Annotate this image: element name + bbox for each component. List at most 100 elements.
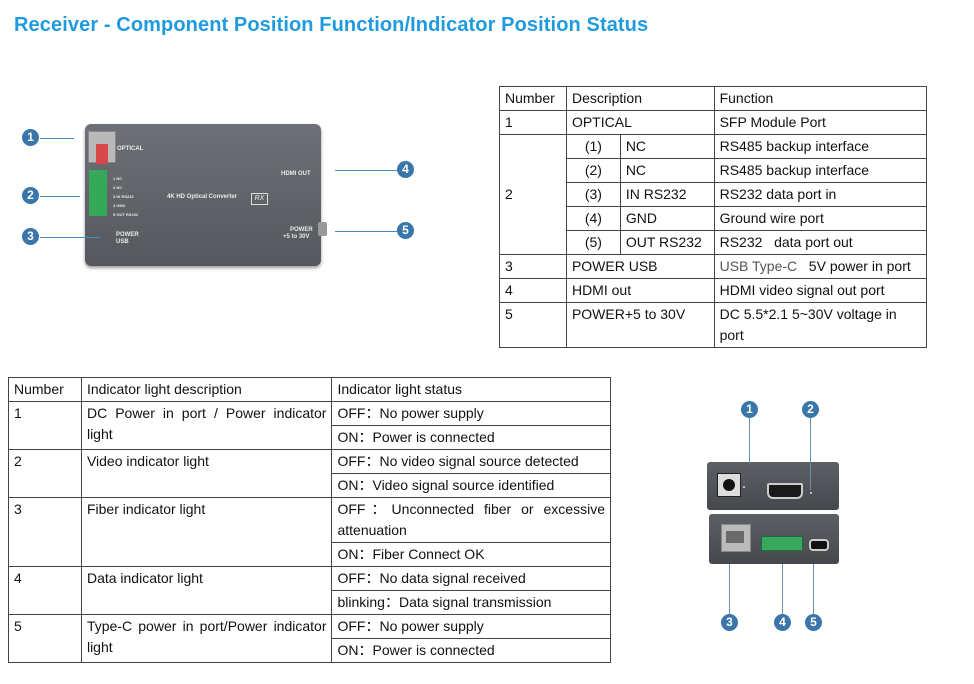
header-number: Number [8,377,82,402]
leader-line [40,196,80,197]
cell-description: Fiber indicator light [80,497,333,567]
table-row: ON：Power is connected [9,638,611,663]
callout-badge-2: 2 [22,187,39,204]
power-indicator-led [743,486,745,488]
callout-badge-1: 1 [22,129,39,146]
leader-line [40,237,100,238]
cell-status-off: OFF：No power supply [331,401,611,426]
indicator-table: Number Indicator light description Indic… [8,377,611,663]
header-function: Function [713,86,928,111]
cell-number: 1 [499,110,567,135]
cell-status-off: OFF：Unconnected fiber or excessive atten… [331,497,611,543]
table-row: 4 HDMI out HDMI video signal out port [499,278,928,303]
callout-badge-3: 3 [721,614,738,631]
callout-badge-3: 3 [22,228,39,245]
cell-description: DC Power in port / Power indicator light [80,401,333,450]
hdmi-out-label: HDMI OUT [281,171,311,177]
term-label: 1 NC [113,176,123,181]
cell-sub-description: IN RS232 [619,182,715,207]
power-usb-label: POWER [116,232,139,238]
cell-sub-description: GND [619,206,715,231]
cell-status-blinking: blinking：Data signal transmission [331,590,611,615]
cell-function: RS232 data port out [713,230,928,255]
leader-line [40,138,74,139]
leader-line [749,418,750,464]
table-row: (3) IN RS232 RS232 data port in [500,182,928,207]
callout-badge-4: 4 [397,161,414,178]
cell-function: Ground wire port [713,206,928,231]
table-row: 5 POWER+5 to 30V DC 5.5*2.1 5~30V voltag… [499,302,928,348]
hdmi-port [767,483,803,499]
table-row: 1 DC Power in port / Power indicator lig… [8,401,611,450]
cell-description: Data indicator light [80,566,333,615]
table-row: 2 (1) NC RS485 backup interface [499,134,928,255]
cell-status-on: ON：Power is connected [331,425,611,450]
callout-badge-2: 2 [802,401,819,418]
optical-label: OPTICAL [117,146,144,152]
cell-number: 2 [499,134,567,255]
callout-badge-4: 4 [774,614,791,631]
cell-sub-description: NC [619,158,715,183]
terminal-block [89,170,107,216]
cell-sub-number: (1) [565,134,621,159]
leader-line [729,564,730,614]
header-indicator-status: Indicator light status [331,377,611,402]
table-header-row: Number Indicator light description Indic… [8,377,611,402]
table-row: 3 Fiber indicator light OFF：Unconnected … [8,497,611,567]
cell-number: 1 [8,401,82,450]
cell-function: SFP Module Port [713,110,928,135]
cell-status-off: OFF：No video signal source detected [331,449,611,474]
receiver-panel-optical-data [709,514,839,564]
power-usb-label: USB [116,239,129,245]
table-row: (4) GND Ground wire port [500,206,928,231]
cell-description: POWER+5 to 30V [565,302,715,348]
receiver-device-top-view: OPTICAL 1 NC 2 NC 3 IN RS232 4 GND 5 OUT… [85,124,327,266]
cell-status-off: OFF：No data signal received [331,566,611,591]
header-indicator-description: Indicator light description [80,377,333,402]
cell-sub-number: (5) [565,230,621,255]
sfp-port [721,524,751,552]
usb-type-c-text: USB Type-C [719,258,798,274]
table-row: blinking：Data signal transmission [9,590,611,615]
leader-line [335,170,397,171]
receiver-panel-power-hdmi [707,462,839,510]
product-label: 4K HD Optical Converter [167,194,238,200]
power-dc-label: POWER [290,227,313,233]
component-table: Number Description Function 1 OPTICAL SF… [499,86,928,348]
header-description: Description [565,86,715,111]
cell-description: POWER USB [565,254,715,279]
cell-function: DC 5.5*2.1 5~30V voltage in port [713,302,928,348]
cell-number: 3 [499,254,567,279]
cell-number: 4 [499,278,567,303]
power-dc-label: +5 to 30V [283,234,310,240]
cell-status-on: ON：Fiber Connect OK [331,542,611,567]
terminal-block [761,536,803,551]
rx-label: RX [251,193,268,205]
table-row: 2 Video indicator light OFF：No video sig… [8,449,611,498]
leader-line [782,564,783,614]
callout-badge-5: 5 [805,614,822,631]
cell-description: HDMI out [565,278,715,303]
table-row: 3 POWER USB USB Type-C 5V power in port [499,254,928,279]
cell-sub-number: (2) [565,158,621,183]
term-label: 5 OUT RS232 [113,212,139,217]
cell-description: OPTICAL [565,110,715,135]
cell-number: 4 [8,566,82,615]
cell-function: USB Type-C 5V power in port [713,254,928,279]
dc-power-jack [318,222,327,236]
video-indicator-led [810,492,812,494]
table-row: (5) OUT RS232 RS232 data port out [500,230,928,255]
dc-power-jack [717,473,741,497]
cell-number: 5 [499,302,567,348]
table-row: 1 OPTICAL SFP Module Port [499,110,928,135]
type-c-port [809,539,829,551]
cell-description: Type-C power in port/Power indicator lig… [80,614,333,663]
callout-badge-5: 5 [397,222,414,239]
leader-line [810,418,811,490]
cell-sub-number: (3) [565,182,621,207]
term-label: 3 IN RS232 [113,194,134,199]
leader-line [335,231,397,232]
cell-status-on: ON：Video signal source identified [331,473,611,498]
cell-status-on: ON：Power is connected [331,638,611,663]
table-row: ON：Power is connected [9,425,611,450]
